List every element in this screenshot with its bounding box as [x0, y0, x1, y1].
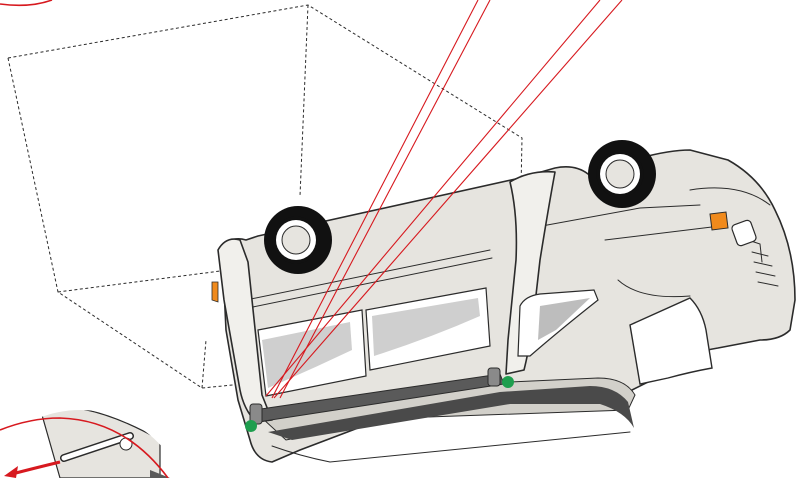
upturned-van [211, 149, 796, 463]
top-inset-circle [0, 0, 53, 7]
laser-beams [265, 0, 623, 399]
roof-stripe [268, 386, 634, 440]
green-marker [245, 420, 257, 432]
windshield [629, 297, 713, 385]
headlight [731, 219, 757, 247]
laser-beam [271, 0, 479, 399]
orange-indicator [709, 211, 729, 231]
laser-beam [265, 0, 601, 397]
wheel [264, 206, 332, 274]
laser-beam [279, 0, 491, 399]
wheel [588, 140, 656, 208]
green-marker [502, 376, 514, 388]
laser-beam [273, 0, 623, 399]
arrow-detail-inset [0, 410, 190, 478]
orange-indicator [211, 281, 219, 303]
